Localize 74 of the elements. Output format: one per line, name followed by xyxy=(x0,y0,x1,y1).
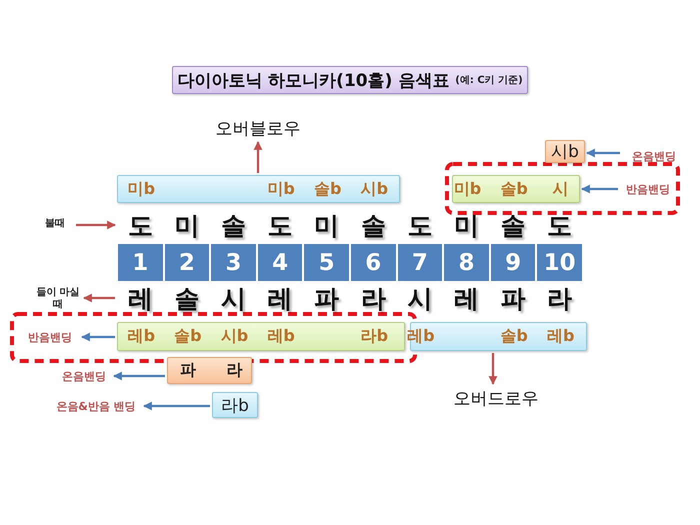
note-label: 미b xyxy=(266,178,296,200)
note-syllable: 도 xyxy=(546,210,574,242)
note-syllable: 솔 xyxy=(360,210,387,242)
arrow xyxy=(81,332,115,342)
hole-number: 5 xyxy=(303,243,350,282)
note-syllable: 파 xyxy=(313,283,340,315)
arrow xyxy=(113,372,165,380)
note-box: 시b xyxy=(545,140,585,163)
hole-number: 9 xyxy=(490,243,536,282)
note-syllable: 솔 xyxy=(500,210,527,242)
note-box: 라b xyxy=(212,392,258,418)
hole-number: 4 xyxy=(256,243,304,282)
note-label: 시 xyxy=(552,178,570,200)
note-syllable: 미 xyxy=(313,210,340,242)
bend-label: 반음밴딩 xyxy=(20,329,80,345)
note-syllable: 도 xyxy=(266,210,294,242)
note-label: 파 xyxy=(178,359,197,381)
bend-label: 반음밴딩 xyxy=(620,181,676,197)
bend-label: 온음밴딩 xyxy=(622,148,686,164)
note-syllable: 도 xyxy=(406,210,434,242)
note-syllable: 파 xyxy=(500,283,527,315)
arrow xyxy=(488,353,498,385)
hole-number: 2 xyxy=(164,243,210,282)
note-label: 솔b xyxy=(173,325,203,347)
hole-number: 1 xyxy=(117,243,164,282)
note-label: 솔b xyxy=(499,325,529,347)
hole-number: 8 xyxy=(443,243,490,282)
breath-label: 불때 xyxy=(36,216,74,232)
hole-number: 3 xyxy=(210,243,257,282)
note-syllable: 시 xyxy=(220,283,247,315)
hole-number: 7 xyxy=(396,243,444,282)
bend-label: 온음밴딩 xyxy=(56,368,112,384)
title-box xyxy=(172,66,528,94)
note-text: (예: C키 기준) xyxy=(455,74,523,87)
note-label: 레b xyxy=(406,325,436,347)
hole-number: 10 xyxy=(536,243,583,282)
note-label: 시b xyxy=(220,325,250,347)
note-syllable: 솔 xyxy=(220,210,247,242)
note-label: 레b xyxy=(126,325,156,347)
arrow xyxy=(581,184,618,194)
note-label: 라 xyxy=(226,359,244,381)
breath-label: 들이 마실때 xyxy=(34,284,82,314)
note-syllable: 미 xyxy=(453,210,480,242)
note-label: 레b xyxy=(546,325,576,347)
bend-box xyxy=(167,357,252,384)
note-syllable: 도 xyxy=(126,210,154,242)
note-syllable: 레 xyxy=(266,283,294,315)
note-label: 미b xyxy=(452,178,482,200)
note-label: 라b xyxy=(360,325,390,347)
note-label: 미b xyxy=(126,178,156,200)
note-label: 솔b xyxy=(312,178,342,200)
direction-label: 오버블로우 xyxy=(206,116,310,140)
bend-box xyxy=(452,175,580,203)
bend-label: 온음&반음 밴딩 xyxy=(50,398,142,414)
note-label: 솔b xyxy=(499,178,529,200)
title-text: 다이아토닉 하모니카(10홀) 음색표 xyxy=(177,70,450,92)
arrow xyxy=(76,220,116,230)
note-syllable: 솔 xyxy=(173,283,200,315)
bend-box xyxy=(117,322,405,351)
note-syllable: 라 xyxy=(546,283,574,315)
arrow xyxy=(83,294,115,302)
arrow xyxy=(586,148,620,158)
direction-label: 오버드로우 xyxy=(444,386,548,410)
note-syllable: 레 xyxy=(126,283,154,315)
note-syllable: 레 xyxy=(453,283,480,315)
arrow xyxy=(143,402,210,410)
note-syllable: 라 xyxy=(360,283,387,315)
note-syllable: 시 xyxy=(406,283,434,315)
note-label: 레b xyxy=(266,325,296,347)
note-label: 시b xyxy=(360,178,390,200)
bend-box xyxy=(117,175,400,203)
arrow xyxy=(254,141,262,173)
hole-number: 6 xyxy=(350,243,397,282)
note-syllable: 미 xyxy=(173,210,200,242)
